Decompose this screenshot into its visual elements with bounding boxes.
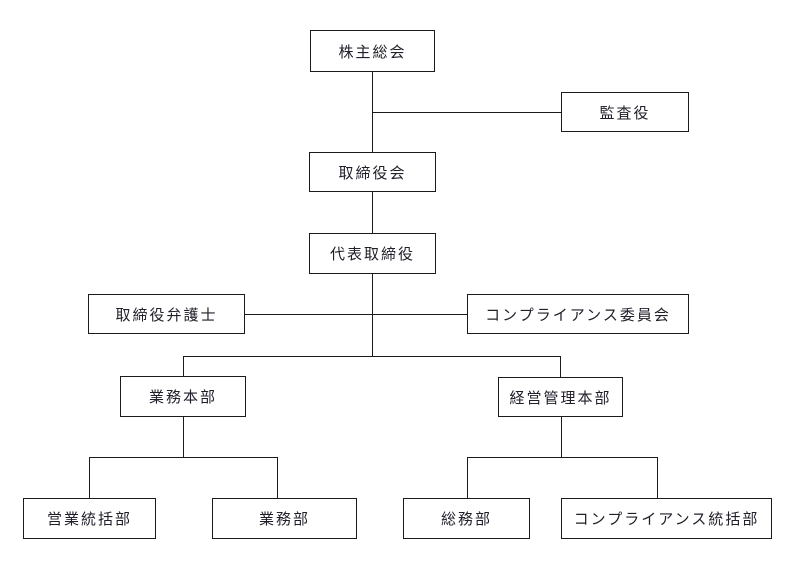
connector-operations-children-horizontal	[89, 457, 277, 458]
connector-branch-to-auditor-horizontal	[372, 112, 561, 113]
node-label-operations-department: 業務部	[258, 510, 310, 528]
node-label-sales-supervision-department: 営業統括部	[46, 510, 132, 528]
node-compliance-supervision-department: コンプライアンス統括部	[561, 498, 772, 539]
connector-management-hq-down-vertical	[561, 417, 562, 457]
connector-to-operations-hq-stub	[183, 356, 184, 376]
node-label-representative-director: 代表取締役	[329, 245, 415, 263]
node-label-shareholders-meeting: 株主総会	[338, 42, 407, 61]
node-director-lawyer: 取締役弁護士	[88, 294, 245, 334]
node-shareholders-meeting: 株主総会	[310, 30, 435, 72]
node-label-management-administration-headquarters: 経営管理本部	[509, 388, 612, 407]
node-operations-headquarters: 業務本部	[120, 376, 246, 417]
node-general-affairs-department: 総務部	[403, 498, 530, 539]
connector-representative-down-vertical	[372, 274, 373, 356]
connector-operations-hq-down-vertical	[183, 417, 184, 457]
connector-to-operations-dept-stub	[277, 457, 278, 498]
node-compliance-committee: コンプライアンス委員会	[467, 294, 689, 334]
connector-to-sales-supervision-stub	[89, 457, 90, 498]
node-auditor: 監査役	[561, 92, 689, 132]
node-management-administration-headquarters: 経営管理本部	[498, 377, 623, 417]
connector-board-to-representative-vertical	[372, 192, 373, 233]
node-label-general-affairs-department: 総務部	[440, 510, 492, 528]
node-sales-supervision-department: 営業統括部	[23, 498, 156, 539]
connector-management-children-horizontal	[467, 457, 657, 458]
node-label-compliance-committee: コンプライアンス委員会	[485, 305, 671, 324]
connector-to-management-hq-stub	[560, 356, 561, 377]
node-label-director-lawyer: 取締役弁護士	[115, 305, 218, 324]
connector-to-compliance-supervision-stub	[657, 457, 658, 498]
node-operations-department: 業務部	[212, 498, 357, 539]
connector-to-general-affairs-stub	[467, 457, 468, 498]
node-label-compliance-supervision-department: コンプライアンス統括部	[573, 510, 760, 528]
node-board-of-directors: 取締役会	[309, 152, 436, 192]
connector-lawyer-to-compliance-horizontal	[245, 314, 467, 315]
connector-headquarters-split-horizontal	[183, 356, 561, 357]
node-representative-director: 代表取締役	[309, 233, 436, 274]
node-label-auditor: 監査役	[599, 103, 651, 122]
node-label-operations-headquarters: 業務本部	[148, 388, 217, 406]
node-label-board-of-directors: 取締役会	[338, 163, 407, 182]
